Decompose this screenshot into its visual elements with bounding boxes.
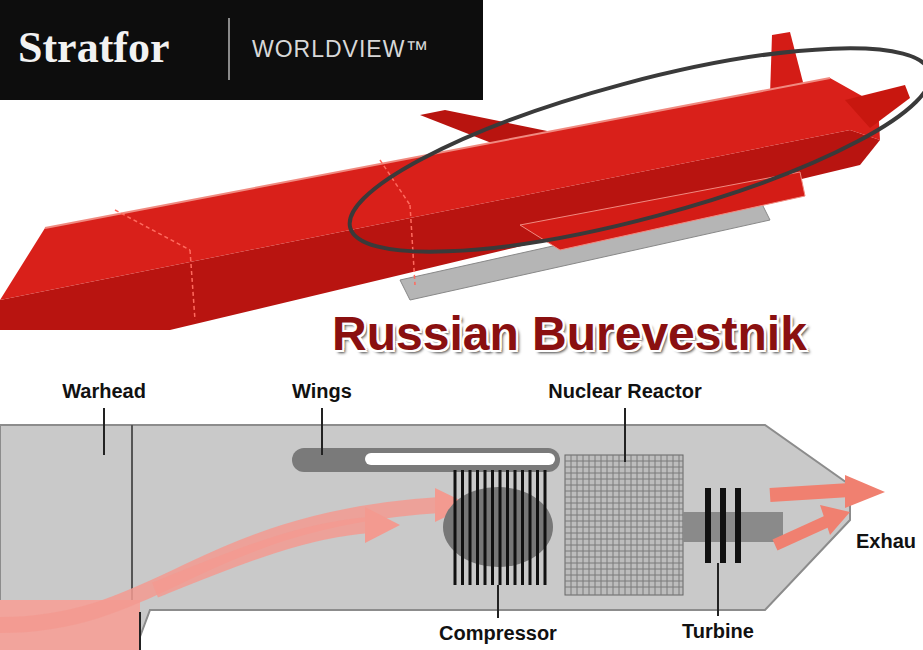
grid-line bbox=[565, 587, 683, 588]
compressor-blade bbox=[454, 470, 457, 585]
compressor-blade bbox=[499, 470, 502, 585]
warhead-divider bbox=[131, 425, 133, 600]
grid-line bbox=[565, 557, 683, 558]
exhaust-head bbox=[820, 505, 850, 535]
exhaust-flow bbox=[770, 490, 850, 495]
grid-line bbox=[601, 455, 602, 595]
grid-line bbox=[565, 515, 683, 516]
wing-bar bbox=[292, 448, 560, 472]
airflow-head bbox=[365, 507, 400, 543]
logo-product: WORLDVIEW™ bbox=[228, 18, 429, 80]
logo-bar: Stratfor WORLDVIEW™ bbox=[0, 0, 483, 100]
compressor-blade bbox=[484, 470, 487, 585]
grid-line bbox=[655, 455, 656, 595]
grid-line bbox=[565, 569, 683, 570]
grid-line bbox=[613, 455, 614, 595]
part-label: Turbine bbox=[682, 620, 754, 643]
diagram-title: Russian Burevestnik bbox=[332, 306, 807, 361]
airflow bbox=[0, 505, 440, 625]
tail-plane bbox=[845, 85, 910, 128]
grid-line bbox=[625, 455, 626, 595]
section-line bbox=[190, 250, 195, 320]
grid-line bbox=[565, 509, 683, 510]
section-line bbox=[410, 205, 415, 285]
grid-line bbox=[565, 563, 683, 564]
compressor-blade bbox=[544, 470, 547, 585]
grid-line bbox=[607, 455, 608, 595]
grid-line bbox=[565, 533, 683, 534]
leader-line bbox=[103, 408, 105, 455]
leader-line bbox=[624, 408, 626, 462]
grid-line bbox=[565, 485, 683, 486]
turbine-blade bbox=[705, 488, 711, 563]
grid-line bbox=[673, 455, 674, 595]
grid-line bbox=[661, 455, 662, 595]
part-label: Compressor bbox=[439, 622, 557, 645]
turbine-blade bbox=[720, 488, 726, 563]
grid-line bbox=[565, 581, 683, 582]
compressor-blade bbox=[506, 470, 509, 585]
grid-line bbox=[649, 455, 650, 595]
grid-line bbox=[679, 455, 680, 595]
grid-line bbox=[565, 473, 683, 474]
grid-line bbox=[643, 455, 644, 595]
grid-line bbox=[577, 455, 578, 595]
logo-wordmark: Stratfor bbox=[18, 22, 170, 73]
reactor-core bbox=[565, 455, 683, 595]
leader-line bbox=[139, 612, 141, 650]
part-label: Wings bbox=[292, 380, 352, 403]
grid-line bbox=[565, 575, 683, 576]
compressor-blade bbox=[529, 470, 532, 585]
grid-line bbox=[565, 539, 683, 540]
section-line bbox=[115, 210, 190, 250]
compressor-blade bbox=[469, 470, 472, 585]
turbine-blade bbox=[735, 488, 741, 563]
grid-line bbox=[583, 455, 584, 595]
wing-slot bbox=[365, 453, 555, 465]
grid-line bbox=[667, 455, 668, 595]
grid-line bbox=[565, 551, 683, 552]
exhaust-head bbox=[845, 475, 885, 508]
airflow bbox=[155, 525, 370, 590]
grid-line bbox=[565, 503, 683, 504]
part-label: Nuclear Reactor bbox=[548, 380, 701, 403]
grid-line bbox=[565, 479, 683, 480]
grid-line bbox=[565, 545, 683, 546]
grid-line bbox=[619, 455, 620, 595]
grid-line bbox=[595, 455, 596, 595]
compressor-blade bbox=[461, 470, 464, 585]
exhaust-flow bbox=[775, 520, 830, 545]
compressor-blade bbox=[514, 470, 517, 585]
grid-line bbox=[565, 527, 683, 528]
compressor-blade bbox=[476, 470, 479, 585]
cutaway-body bbox=[0, 425, 850, 650]
grid-line bbox=[565, 491, 683, 492]
part-label: Warhead bbox=[62, 380, 146, 403]
leader-line bbox=[321, 408, 323, 455]
grid-line bbox=[631, 455, 632, 595]
compressor-blade bbox=[521, 470, 524, 585]
leader-line bbox=[497, 585, 499, 618]
compressor-blade bbox=[491, 470, 494, 585]
grid-line bbox=[571, 455, 572, 595]
grid-line bbox=[637, 455, 638, 595]
shaft bbox=[683, 512, 783, 542]
reactor-grid bbox=[565, 455, 683, 595]
compressor-blades bbox=[455, 470, 545, 585]
compressor-blade bbox=[536, 470, 539, 585]
grid-line bbox=[565, 497, 683, 498]
grid-line bbox=[565, 467, 683, 468]
grid-line bbox=[589, 455, 590, 595]
part-label: Exhau bbox=[856, 530, 916, 553]
leader-line bbox=[717, 563, 719, 616]
grid-line bbox=[565, 521, 683, 522]
